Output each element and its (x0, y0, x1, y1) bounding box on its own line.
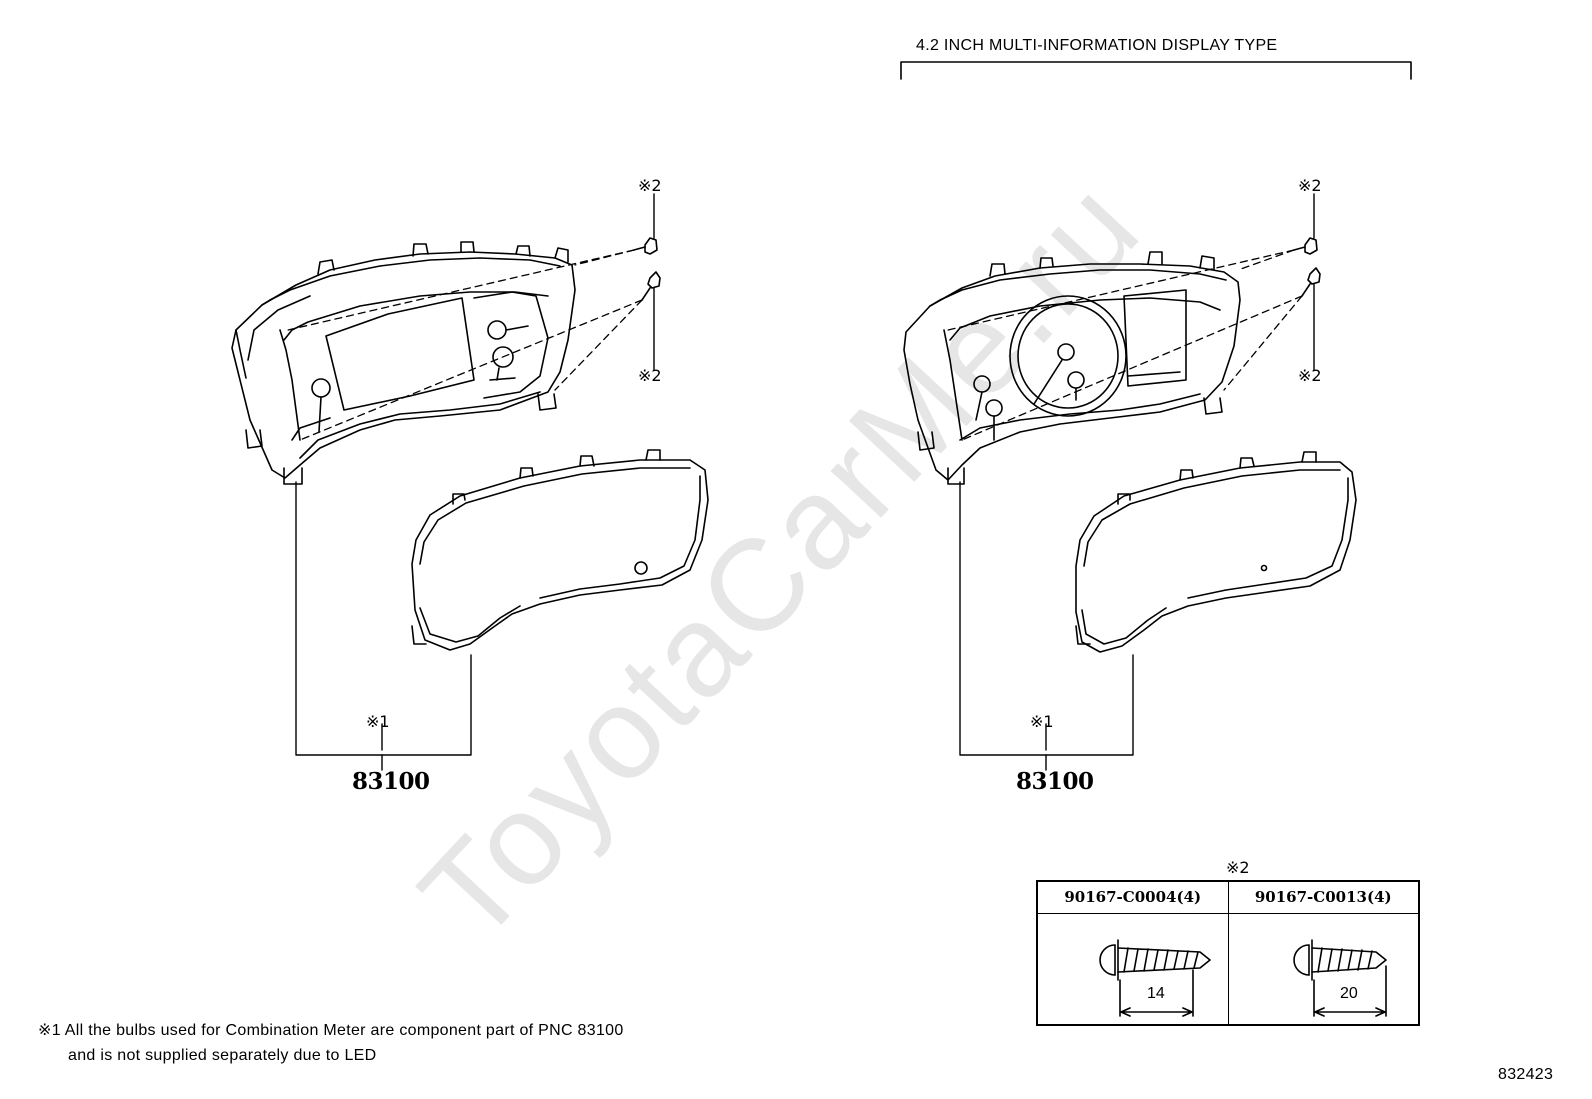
left-part-number: 83100 (352, 768, 430, 795)
right-lcd-screen (1123, 289, 1187, 387)
header-bracket (900, 61, 1412, 80)
screw-cell-1 (1036, 913, 1229, 1026)
left-lcd-screen (325, 297, 475, 411)
display-type-header: 4.2 INCH MULTI-INFORMATION DISPLAY TYPE (916, 37, 1278, 54)
left-screw-callout-top: ※2 (638, 176, 662, 195)
left-screws (633, 237, 661, 301)
left-dashed-guides (287, 249, 643, 441)
screw-length-1: 14 (1147, 985, 1165, 1002)
right-meter-housing (903, 251, 1241, 485)
right-screw-callout-bottom: ※2 (1298, 366, 1322, 385)
right-meter-glass (1075, 451, 1357, 653)
screw-cell-2 (1227, 913, 1420, 1026)
screw-part-number-2: 90167-C0013(4) (1227, 880, 1420, 914)
right-screws (1293, 237, 1321, 297)
left-meter-glass (411, 449, 709, 651)
right-screw-callout-top: ※2 (1298, 176, 1322, 195)
left-screw-callout-bottom: ※2 (638, 366, 662, 385)
right-note1-callout: ※1 (1030, 712, 1054, 731)
screws-table-caption: ※2 (1226, 858, 1250, 877)
left-meter-housing (231, 241, 576, 485)
right-dashed-guides (947, 249, 1303, 441)
right-callout-lines (959, 193, 1315, 771)
footnote-line-1: ※1 All the bulbs used for Combination Me… (38, 1022, 624, 1039)
illustration-id: 832423 (1498, 1066, 1554, 1083)
right-part-number: 83100 (1016, 768, 1094, 795)
left-callout-lines (295, 193, 655, 771)
right-speedometer (1009, 295, 1127, 417)
screws-table: 90167-C0004(4) 90167-C0013(4) (1036, 880, 1420, 1026)
screw-part-number-1: 90167-C0004(4) (1036, 880, 1229, 914)
footnote-line-2: and is not supplied separately due to LE… (68, 1047, 377, 1064)
left-note1-callout: ※1 (366, 712, 390, 731)
screw-length-2: 20 (1340, 985, 1358, 1002)
